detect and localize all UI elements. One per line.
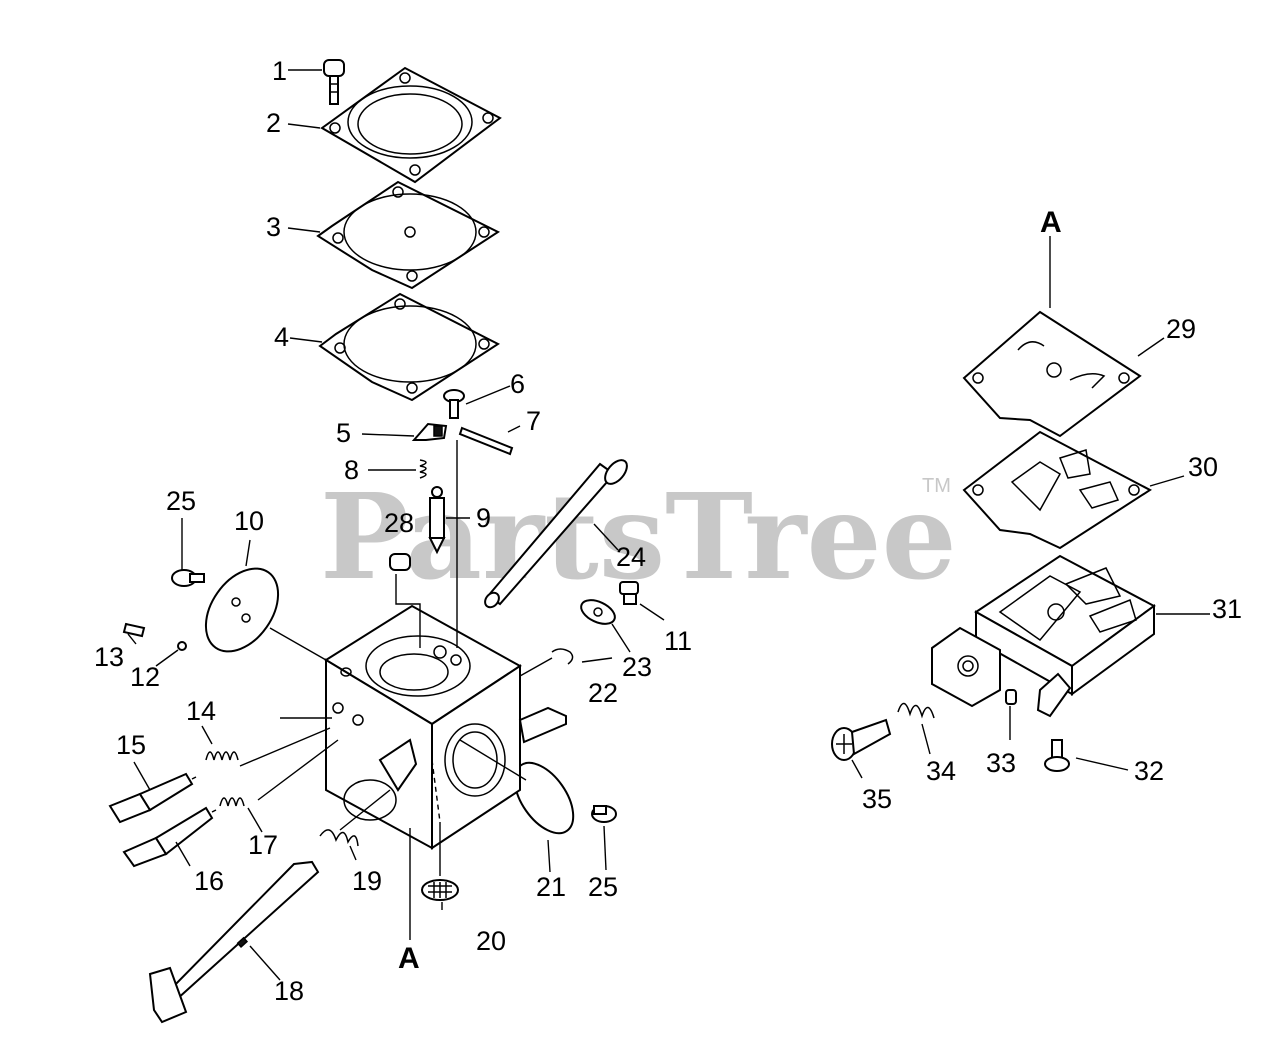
part-2-cover[interactable]	[320, 66, 502, 184]
part-1-screw[interactable]	[323, 59, 345, 105]
part-24-shaft[interactable]	[482, 456, 631, 610]
callout-19: 19	[352, 866, 382, 896]
callout-15: 15	[116, 730, 146, 760]
part-8-spring[interactable]	[419, 459, 427, 479]
part-35-screw[interactable]	[831, 718, 892, 761]
part-15-needle[interactable]	[108, 772, 197, 824]
section-label-left: A	[398, 942, 420, 975]
callout-23: 23	[622, 652, 652, 682]
part-28-plug[interactable]	[389, 553, 411, 571]
part-32-screw[interactable]	[1044, 739, 1070, 772]
callout-20: 20	[476, 926, 506, 956]
part-33-pin[interactable]	[1005, 689, 1017, 705]
callout-22: 22	[588, 678, 618, 708]
callout-35: 35	[862, 784, 892, 814]
part-13-screw[interactable]	[122, 622, 146, 638]
part-21-disc[interactable]	[503, 753, 585, 844]
part-12-ball[interactable]	[177, 641, 187, 651]
callout-10: 10	[234, 506, 264, 536]
callout-5: 5	[336, 418, 351, 448]
callout-24: 24	[616, 542, 646, 572]
part-6-screw[interactable]	[443, 389, 465, 419]
part-19-spring[interactable]	[319, 829, 359, 847]
callout-7: 7	[526, 406, 541, 436]
callout-18: 18	[274, 976, 304, 1006]
leader-lines	[127, 69, 1210, 981]
part-18-shaft[interactable]	[148, 860, 320, 1024]
part-25-screw-left[interactable]	[171, 569, 205, 587]
part-23-gasket[interactable]	[577, 595, 618, 628]
callout-11: 11	[664, 626, 692, 656]
part-9-needle[interactable]	[428, 486, 446, 555]
callout-1: 1	[272, 56, 287, 86]
callout-16: 16	[194, 866, 224, 896]
part-4-gasket[interactable]	[318, 292, 500, 402]
part-25-screw-right[interactable]	[591, 805, 617, 823]
callout-25-right: 25	[588, 872, 618, 902]
part-22-clip[interactable]	[551, 648, 574, 665]
part-10-disc[interactable]	[191, 555, 293, 665]
callout-12: 12	[130, 662, 160, 692]
part-14-spring[interactable]	[205, 751, 239, 761]
callout-3: 3	[266, 212, 281, 242]
part-3-diaphragm[interactable]	[316, 180, 501, 290]
part-5-lever[interactable]	[411, 422, 448, 441]
callout-9: 9	[476, 503, 491, 533]
callout-13: 13	[94, 642, 124, 672]
part-20-filter[interactable]	[421, 879, 459, 901]
callout-6: 6	[510, 369, 525, 399]
section-label-right: A	[1040, 206, 1062, 239]
part-7-pin[interactable]	[458, 426, 514, 456]
part-29-gasket[interactable]	[962, 310, 1142, 438]
callout-4: 4	[274, 322, 289, 352]
part-11-plug[interactable]	[619, 581, 639, 605]
carburetor-body[interactable]	[324, 604, 567, 850]
callout-31: 31	[1212, 594, 1242, 624]
callout-29: 29	[1166, 314, 1196, 344]
callout-21: 21	[536, 872, 566, 902]
callout-34: 34	[926, 756, 956, 786]
callout-labels: 1 2 3 4 5 6 7 8 9 10 11 12 13 14 15 16 1…	[94, 56, 1242, 1006]
callout-25-left: 25	[166, 486, 196, 516]
watermark-trademark: TM	[922, 475, 951, 497]
part-30-gasket[interactable]	[962, 430, 1152, 550]
callout-2: 2	[266, 108, 281, 138]
callout-8: 8	[344, 455, 359, 485]
callout-33: 33	[986, 748, 1016, 778]
callout-28: 28	[384, 508, 414, 538]
part-16-needle[interactable]	[122, 806, 217, 868]
callout-17: 17	[248, 830, 278, 860]
part-17-spring[interactable]	[219, 797, 245, 807]
callout-30: 30	[1188, 452, 1218, 482]
part-31-pump-body[interactable]	[931, 554, 1156, 718]
part-34-spring[interactable]	[897, 702, 935, 719]
callout-32: 32	[1134, 756, 1164, 786]
callout-14: 14	[186, 696, 216, 726]
